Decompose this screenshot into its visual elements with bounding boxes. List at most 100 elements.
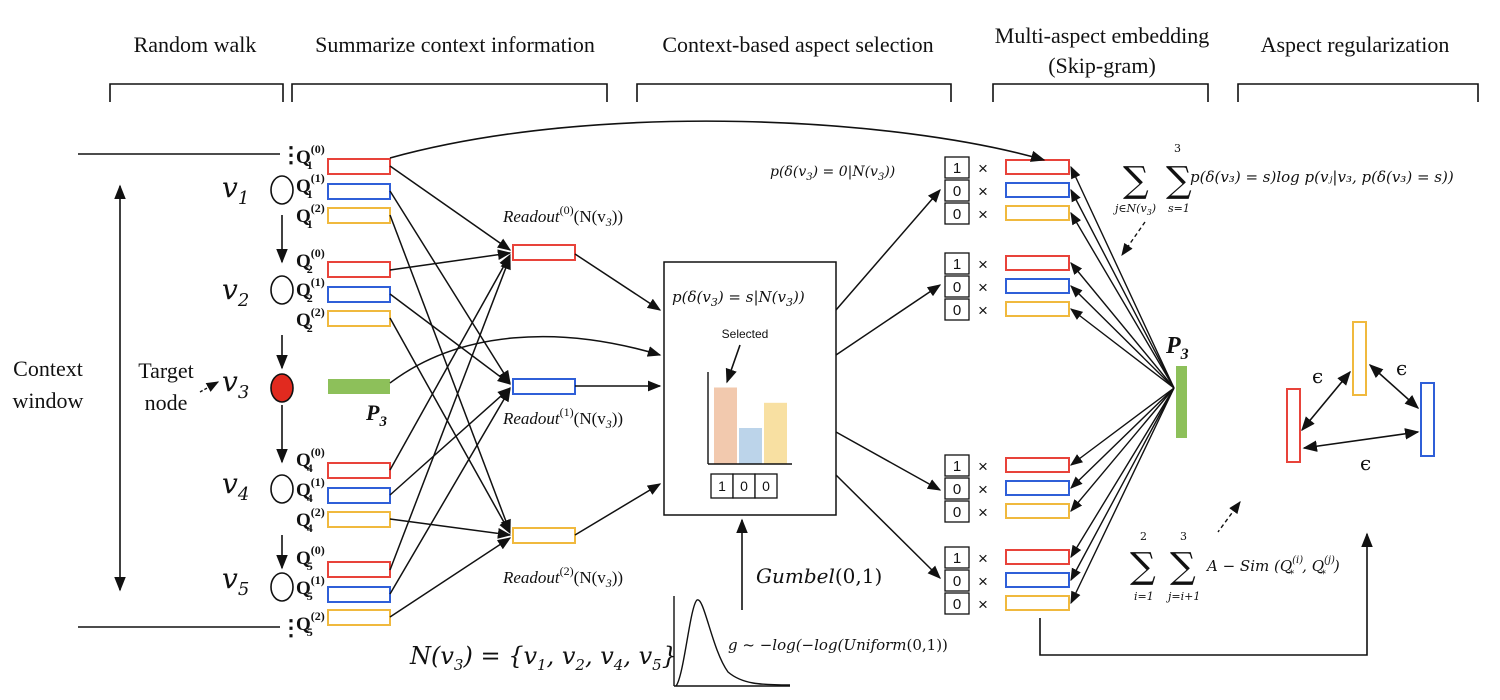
reg-link-yellow-blue (1368, 364, 1420, 409)
reg-aspect-blue (1420, 382, 1435, 457)
header-embedding-line2: (Skip-gram) (1048, 53, 1156, 78)
header-regularization: Aspect regularization (1261, 32, 1450, 57)
aspect-box-5-2 (327, 609, 391, 626)
target-node-pointer (199, 381, 220, 393)
onehot-cell (944, 477, 970, 500)
regularization-feedback-arrow (1039, 532, 1373, 656)
ellipsis-bottom: ⋮ (280, 615, 302, 640)
selected-pointer (725, 344, 741, 384)
times-symbol: × (978, 205, 988, 224)
gumbel-density-plot (673, 596, 791, 687)
skip-arrow-top (389, 120, 1046, 162)
aspect-box-4-1 (327, 487, 391, 504)
reg-sigma2-lower: j=i+1 (1165, 590, 1200, 603)
target-embedding-p3 (328, 379, 390, 394)
onehot-value: 1 (953, 458, 961, 475)
onehot-value: 0 (953, 573, 961, 590)
q-label-1-0: Q(0)1 (296, 142, 325, 172)
selection-probability: p(δ(v3) = s|N(v3)) (672, 288, 805, 309)
target-node-label-1: Target (138, 358, 193, 383)
fan-arrow (1070, 387, 1175, 605)
epsilon-1: ϵ (1312, 364, 1323, 388)
p3-label-right: P3 (1165, 333, 1189, 363)
skipgram-aspect-box (1005, 595, 1070, 611)
reg-sigma1-upper: 2 (1140, 530, 1147, 543)
onehot-cell (944, 546, 970, 569)
q-label-4-2: Q(2)4 (296, 505, 325, 535)
skipgram-formula: ∑ j∈N(v3) ∑ 3 s=1 p(δ(v₃) = s)log p(vⱼ|v… (1112, 142, 1454, 217)
reg-sigma1-lower: i=1 (1134, 590, 1154, 603)
bracket-aspect-selection (636, 83, 952, 102)
selection-panel (663, 261, 837, 516)
times-symbol: × (978, 457, 988, 476)
bracket-random-walk (109, 83, 284, 102)
node-label-v5: v5 (222, 562, 249, 600)
reg-body: A − Sim (Q(i)*, Q(j)*) (1205, 555, 1340, 580)
onehot-groups: 1×0×0×1×0×0×1×0×0×1×0×0× (944, 156, 1070, 615)
fan-arrow (1070, 285, 1175, 389)
context-window-label-1: Context (13, 356, 83, 381)
aspect-box-1-2 (327, 207, 391, 224)
aspect-box-1-1 (327, 183, 391, 200)
fan-arrow (1069, 387, 1175, 466)
p3-to-selection-arrow (389, 335, 662, 384)
aspect-box-2-0 (327, 261, 391, 278)
skipgram-aspect-box (1005, 278, 1070, 294)
stage-brackets (109, 83, 1479, 102)
onehot-value: 0 (953, 206, 961, 223)
epsilon-2: ϵ (1396, 356, 1407, 380)
skipgram-sigma-inner-lower: s=1 (1168, 202, 1190, 215)
times-symbol: × (978, 480, 988, 499)
times-symbol: × (978, 301, 988, 320)
q-label-2-2: Q(2)2 (296, 305, 325, 335)
aspect-box-4-2 (327, 511, 391, 528)
node-v2 (270, 275, 294, 305)
node-label-v2: v2 (222, 273, 249, 311)
ellipsis-top: ⋮ (280, 142, 302, 167)
onehot-value: 0 (953, 302, 961, 319)
skipgram-aspect-box (1005, 182, 1070, 198)
onehot-value: 0 (953, 279, 961, 296)
node-label-v3: v3 (222, 365, 249, 403)
skipgram-body: p(δ(v₃) = s)log p(vⱼ|v₃, p(δ(v₃) = s)) (1190, 168, 1454, 186)
gumbel-label: Gumbel(0,1) (756, 564, 882, 588)
q-label-2-0: Q(0)2 (296, 246, 325, 276)
header-summarize: Summarize context information (315, 32, 595, 57)
header-random-walk: Random walk (134, 32, 257, 57)
selection-bar-2 (764, 402, 787, 464)
reg-link-red-blue (1302, 428, 1420, 452)
readout-box-2 (512, 527, 576, 544)
fan-arrow (1070, 387, 1175, 582)
readout-box-0 (512, 244, 576, 261)
selected-label: Selected (722, 327, 769, 341)
aspect-box-2-1 (327, 286, 391, 303)
header-embedding-line1: Multi-aspect embedding (995, 23, 1209, 48)
regularization-formula: 2 ∑ i=1 3 ∑ j=i+1 A − Sim (Q(i)*, Q(j)*) (1130, 530, 1340, 603)
context-window-label-2: window (13, 388, 84, 413)
onehot-cell (944, 179, 970, 202)
onehot-cell (944, 500, 970, 523)
onehot-cell (944, 252, 970, 275)
reg-aspect-red (1286, 388, 1301, 463)
readout-label-1: Readout(1)(N(v3)) (502, 405, 623, 431)
node-v4 (270, 474, 294, 504)
q-label-4-1: Q(1)4 (296, 475, 325, 505)
skipgram-dashed-pointer (1121, 221, 1146, 257)
q-label-5-0: Q(0)5 (296, 543, 325, 573)
skipgram-aspect-box (1005, 549, 1070, 565)
fan-arrow (1070, 387, 1175, 489)
q-label-5-1: Q(1)5 (296, 573, 325, 603)
readout-connections (389, 165, 512, 618)
stage-headers: Random walk Summarize context informatio… (134, 23, 1450, 78)
node-v3-target (270, 373, 294, 403)
random-walk: ⋮ ⋮ Context window Target node v1 v2 v3 … (13, 142, 302, 640)
skipgram-aspect-box (1005, 457, 1070, 473)
q-label-4-0: Q(0)4 (296, 445, 325, 475)
times-symbol: × (978, 159, 988, 178)
onehot-value: 0 (953, 504, 961, 521)
node-label-v4: v4 (222, 467, 249, 505)
onehot-cell (944, 592, 970, 615)
times-symbol: × (978, 255, 988, 274)
reg-sigma1: ∑ (1130, 546, 1156, 587)
aspect-box-1-0 (327, 158, 391, 175)
